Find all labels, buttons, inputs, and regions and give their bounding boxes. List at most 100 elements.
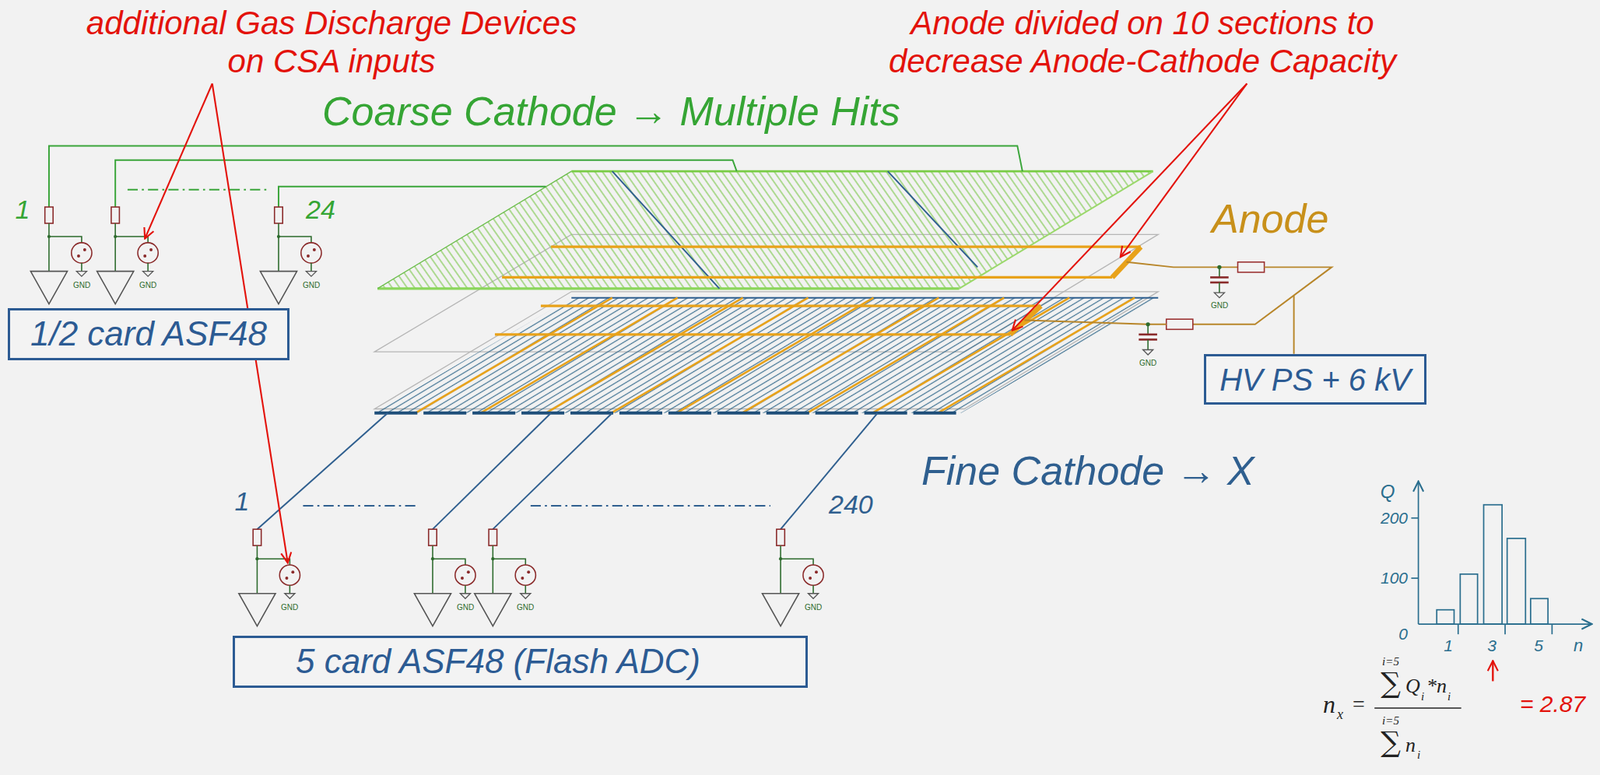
- ground-label: GND: [302, 280, 320, 291]
- mean-marker-arrow: [1491, 660, 1494, 681]
- histogram: [1417, 481, 1420, 625]
- formula-sum: ∑: [1380, 728, 1401, 757]
- hv-wiring: [1146, 322, 1151, 327]
- formula-symbol: n: [1405, 735, 1416, 756]
- note-text: additional Gas Discharge Devices on CSA …: [74, 3, 589, 81]
- input-circuits: [761, 529, 824, 627]
- formula-subscript: x: [1336, 707, 1344, 722]
- histogram: [1504, 624, 1506, 635]
- hv-wiring: [1147, 339, 1149, 350]
- histogram: [1551, 624, 1554, 635]
- input-circuits: [30, 207, 824, 627]
- fine-cathode-plane: [676, 298, 874, 414]
- mean-marker-arrow: [1492, 660, 1494, 681]
- ground-label: GND: [139, 280, 157, 291]
- hv-wiring: [1024, 262, 1332, 355]
- coarse-cathode-plane: [612, 171, 720, 289]
- plane-title: Anode: [1211, 196, 1329, 243]
- histogram: [1410, 577, 1418, 579]
- fine-cathode-plane: [374, 298, 1158, 414]
- coarse-cathode-plane: [377, 171, 1154, 289]
- fine-cathode-plane: [480, 298, 678, 414]
- input-circuits: [474, 529, 537, 627]
- tick-label: 5: [1533, 636, 1544, 656]
- ground-label: GND: [516, 603, 534, 613]
- fine-cathode-plane: [571, 297, 1158, 299]
- fine-cathode-wires: [256, 413, 878, 530]
- anode-wires-upper: [550, 245, 1141, 249]
- tick-label: 200: [1380, 508, 1408, 528]
- formula-symbol: =: [1352, 693, 1365, 716]
- fine-cathode-wires: [256, 413, 388, 530]
- card-box: 5 card ASF48 (Flash ADC): [232, 635, 808, 688]
- formula-symbol: n: [1322, 691, 1336, 717]
- fine-cathode-wires: [432, 413, 551, 530]
- coarse-cathode-plane: [377, 287, 959, 290]
- hv-wiring: [1238, 262, 1265, 273]
- hv-wiring: [1214, 292, 1225, 299]
- input-circuits: [30, 207, 92, 305]
- fine-cathode-plane: [741, 298, 939, 414]
- fraction-bar: [1374, 707, 1461, 709]
- box-label: 5 card ASF48 (Flash ADC): [295, 642, 701, 682]
- input-circuits: [414, 529, 476, 627]
- ground-label: GND: [804, 603, 822, 613]
- hv-wiring: [1293, 295, 1295, 355]
- channel-number: 240: [828, 489, 874, 520]
- coarse-cathode-plane: [887, 171, 978, 267]
- plane-title: Coarse Cathode → Multiple Hits: [322, 88, 901, 136]
- coarse-cathode-wires: [49, 145, 1023, 208]
- box-label: HV PS + 6 kV: [1219, 361, 1411, 398]
- tick-label: 3: [1487, 636, 1497, 656]
- formula-symbol: *n: [1426, 676, 1447, 697]
- fine-cathode-plane: [872, 298, 1070, 414]
- ground-label: GND: [1210, 301, 1229, 311]
- coarse-cathode-plane: [571, 170, 1153, 173]
- formula-result: = 2.87: [1519, 691, 1586, 719]
- formula-subscript: i: [1447, 691, 1451, 703]
- histogram: [1484, 505, 1503, 625]
- histogram: [1459, 574, 1478, 625]
- ground-label: GND: [456, 603, 474, 613]
- histogram: [1507, 538, 1527, 625]
- hv-wiring: [1138, 333, 1158, 337]
- axis-label: Q: [1380, 480, 1396, 503]
- formula-sum: ∑: [1380, 669, 1401, 698]
- ground-label: GND: [280, 603, 299, 613]
- annotation-arrow: [144, 83, 213, 239]
- input-circuits: [97, 207, 159, 305]
- hv-wiring: [1024, 320, 1166, 325]
- coarse-cathode-plane: [377, 171, 1154, 289]
- channel-number: 1: [15, 194, 31, 225]
- fine-cathode-plane: [937, 298, 1135, 414]
- ground-label: GND: [73, 280, 91, 291]
- anode-wires-lower: [540, 305, 1042, 308]
- histogram: [1436, 610, 1454, 625]
- formula-subscript: i: [1421, 691, 1425, 703]
- fine-cathode-plane: [807, 298, 1004, 414]
- formula-limit: i=5: [1382, 656, 1400, 668]
- fine-cathode-plane: [374, 298, 1158, 414]
- fine-cathode-wires: [492, 413, 612, 530]
- anode-wires-lower: [494, 305, 1042, 335]
- fine-cathode-wires: [302, 505, 418, 507]
- axis-label: n: [1573, 635, 1583, 656]
- input-circuits: [238, 529, 301, 627]
- channel-number: 1: [235, 486, 250, 517]
- channel-number: 24: [305, 194, 336, 225]
- histogram: [1410, 517, 1418, 520]
- fine-cathode-wires: [530, 505, 771, 507]
- hv-wiring: [1210, 276, 1229, 279]
- formula-subscript: i: [1417, 749, 1421, 762]
- tick-label: 100: [1380, 568, 1408, 588]
- histogram: [1410, 481, 1592, 636]
- coarse-cathode-wires: [127, 189, 268, 191]
- hv-wiring: [1166, 319, 1193, 330]
- card-box: 1/2 card ASF48: [7, 308, 290, 361]
- fine-cathode-plane: [610, 298, 808, 414]
- note-text: Anode divided on 10 sections to decrease…: [873, 3, 1411, 81]
- hv-wiring: [1217, 265, 1222, 270]
- hv-wiring: [1218, 282, 1221, 293]
- coarse-cathode-plane: [959, 171, 1154, 289]
- formula-limit: i=5: [1382, 715, 1400, 727]
